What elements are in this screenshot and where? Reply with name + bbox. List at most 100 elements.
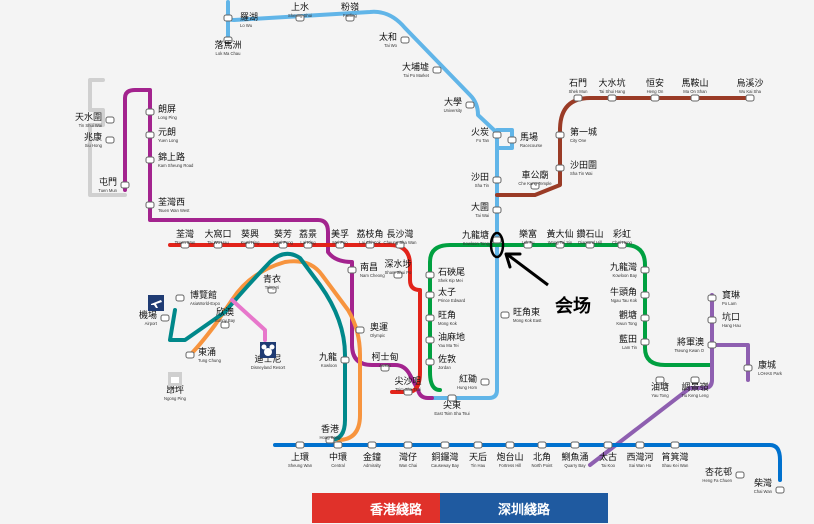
disneyland-icon — [260, 342, 276, 358]
station-marker — [278, 241, 288, 249]
station-name-en: Ma On Shan — [683, 89, 707, 94]
station-marker — [425, 336, 435, 344]
station-name-zh: 康城 — [758, 359, 776, 371]
station-name-en: Tai Shui Hang — [599, 89, 626, 94]
shenzhen-route-button[interactable]: 深圳綫路 — [440, 493, 608, 523]
kwun-tong-line — [428, 243, 714, 367]
station-name-zh: 石硤尾 — [438, 267, 465, 278]
station-name-en: Wan Chai — [399, 463, 417, 468]
station-name-zh: 南昌 — [360, 261, 378, 273]
station-name-zh: 太子 — [438, 286, 456, 298]
station-name-en: Kwai Hing — [241, 240, 261, 245]
venue-label: 会场 — [555, 295, 591, 317]
station-name-zh: 第一城 — [570, 126, 597, 138]
disneyland-line — [230, 298, 267, 342]
